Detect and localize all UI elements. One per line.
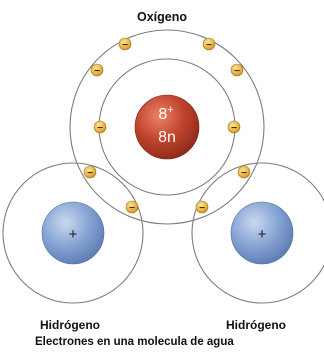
hydrogen-left-shell <box>2 162 144 304</box>
hydrogen-right-shell <box>191 162 324 304</box>
svg-text:−: − <box>241 168 247 179</box>
electron: − <box>230 63 244 77</box>
electron: − <box>93 120 107 134</box>
electron: − <box>125 200 139 214</box>
electron: − <box>83 165 97 179</box>
oxygen-title: Oxígeno <box>136 10 187 24</box>
electron: − <box>118 37 132 51</box>
svg-text:−: − <box>234 66 240 77</box>
hydrogen-right-nucleus: + <box>230 201 294 265</box>
oxygen-outer-shell <box>69 29 265 225</box>
svg-text:−: − <box>231 123 237 134</box>
hydrogen-left-plus: + <box>69 226 78 243</box>
svg-text:−: − <box>199 203 205 214</box>
hydrogen-right-plus: + <box>258 226 267 243</box>
hydrogen-right-label: Hidrógeno <box>226 318 286 332</box>
electron: − <box>202 37 216 51</box>
electrons: − − − − − − − − − − <box>83 37 251 214</box>
svg-text:−: − <box>97 123 103 134</box>
electron: − <box>237 165 251 179</box>
electron: − <box>195 200 209 214</box>
svg-text:−: − <box>87 168 93 179</box>
hydrogen-left-nucleus: + <box>41 201 105 265</box>
svg-text:−: − <box>94 66 100 77</box>
oxygen-proton-label: 8+ <box>158 104 173 123</box>
svg-text:−: − <box>122 40 128 51</box>
diagram-caption: Electrones en una molecula de agua <box>35 336 234 348</box>
hydrogen-left-label: Hidrógeno <box>40 318 100 332</box>
oxygen-nucleus: 8+ 8n <box>134 94 200 160</box>
oxygen-neutron-label: 8n <box>158 129 176 146</box>
electron: − <box>90 63 104 77</box>
svg-text:−: − <box>206 40 212 51</box>
electron: − <box>227 120 241 134</box>
svg-text:−: − <box>129 203 135 214</box>
